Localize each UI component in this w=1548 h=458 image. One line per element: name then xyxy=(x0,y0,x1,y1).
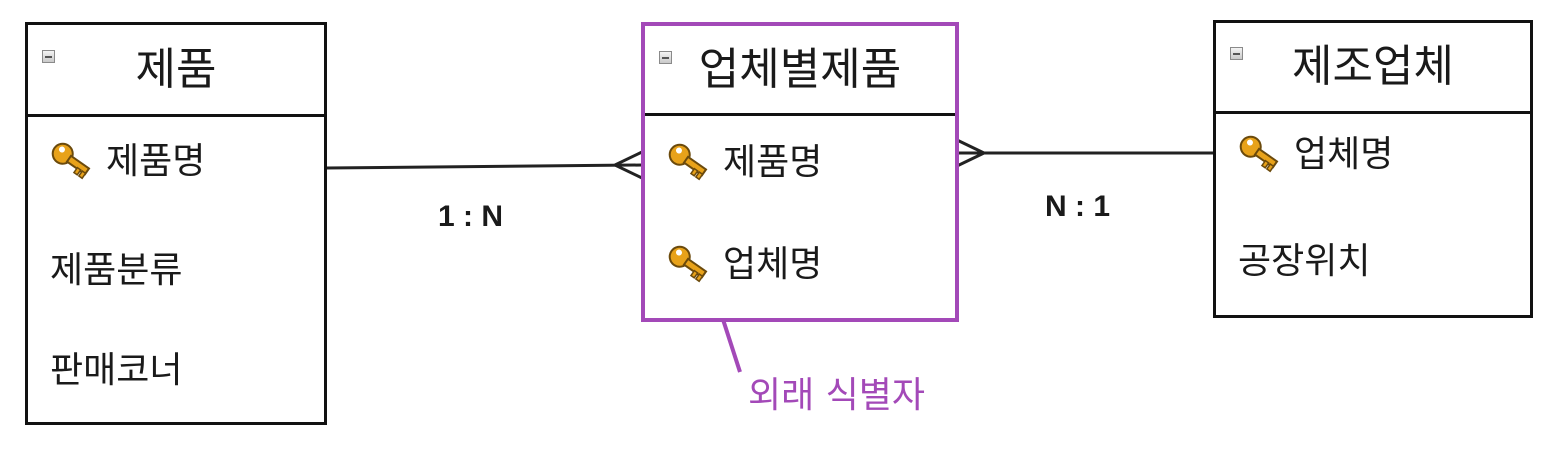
key-icon xyxy=(667,143,713,183)
entity-header: 제품 xyxy=(28,25,324,117)
relationship-line-product-vendorproduct xyxy=(325,163,643,170)
attribute-name: 판매코너 xyxy=(50,350,183,391)
attribute-row: 업체명 xyxy=(667,245,822,285)
entity-vendor-product[interactable]: 업체별제품 제품명 업체명 xyxy=(641,22,959,322)
attribute-name: 제품명 xyxy=(723,142,823,183)
crowfoot-left xyxy=(614,150,643,180)
entity-header: 제조업체 xyxy=(1216,23,1530,114)
entity-title: 업체별제품 xyxy=(698,43,902,95)
attribute-row: 공장위치 xyxy=(1238,244,1370,280)
cardinality-label: N : 1 xyxy=(1045,190,1111,223)
key-icon xyxy=(667,245,713,285)
entity-header: 업체별제품 xyxy=(645,26,955,116)
attribute-name: 업체명 xyxy=(1294,134,1394,175)
entity-product[interactable]: 제품 제품명 제품분류 판매코너 xyxy=(25,22,327,425)
foreign-identifier-annotation: 외래 식별자 xyxy=(748,375,926,416)
minus-box-icon[interactable] xyxy=(42,50,55,63)
entity-manufacturer[interactable]: 제조업체 업체명 공장위치 xyxy=(1213,20,1533,318)
key-icon xyxy=(50,142,96,182)
entity-title: 제품 xyxy=(135,43,217,95)
attribute-row: 제품명 xyxy=(667,143,822,183)
minus-box-icon[interactable] xyxy=(659,51,672,64)
attribute-name: 공장위치 xyxy=(1238,241,1371,282)
attribute-name: 업체명 xyxy=(723,244,823,285)
entity-title: 제조업체 xyxy=(1292,41,1454,92)
attribute-row: 제품명 xyxy=(50,142,205,182)
crowfoot-right xyxy=(956,138,985,168)
minus-box-icon[interactable] xyxy=(1230,47,1243,60)
attribute-name: 제품분류 xyxy=(50,250,183,291)
key-icon xyxy=(1238,135,1284,175)
attribute-row: 제품분류 xyxy=(50,253,182,289)
attribute-row: 판매코너 xyxy=(50,353,182,389)
attribute-row: 업체명 xyxy=(1238,135,1393,175)
cardinality-label: 1 : N xyxy=(438,200,504,233)
attribute-name: 제품명 xyxy=(106,141,206,182)
